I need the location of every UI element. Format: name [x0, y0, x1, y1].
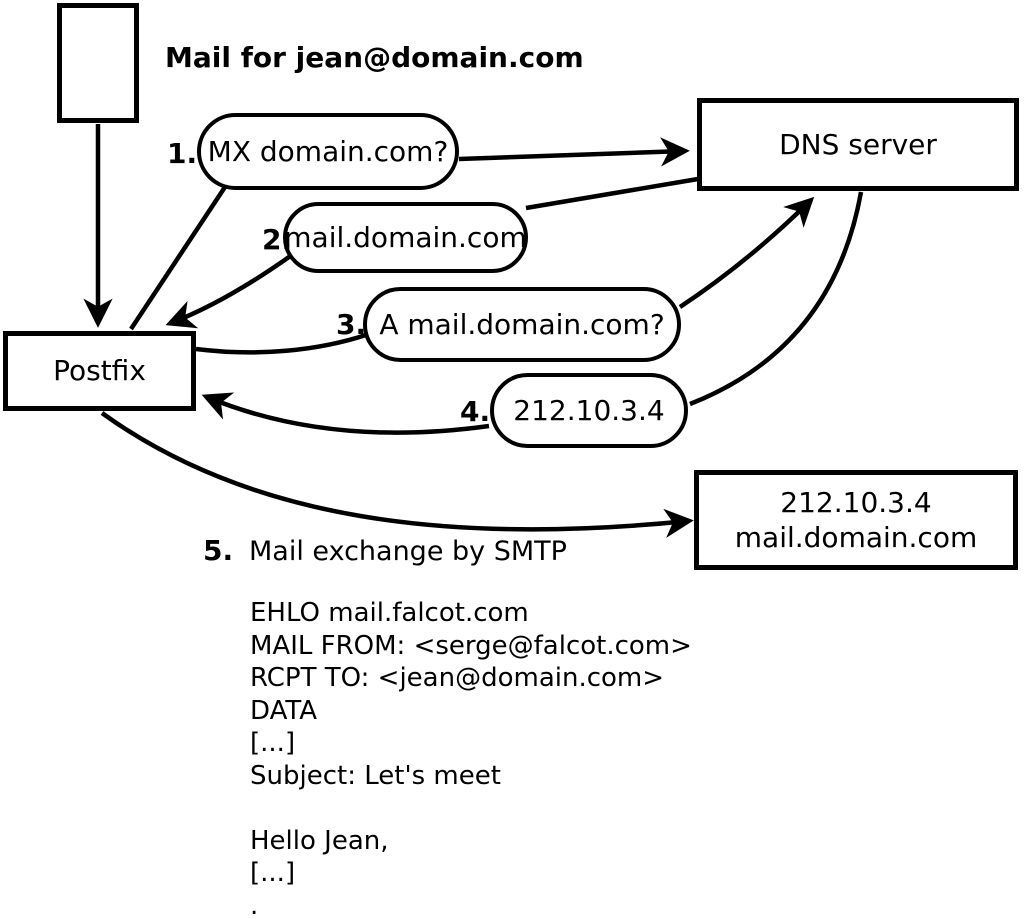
line-postfix-to-mx-query [129, 185, 227, 331]
arrow-a-answer-to-postfix [201, 392, 490, 435]
step3-number: 3. [336, 308, 367, 341]
a-answer-pill: 212.10.3.4 [490, 373, 688, 448]
smtp-session-text: EHLO mail.falcot.com MAIL FROM: <serge@f… [250, 598, 692, 919]
destination-ip-label: 212.10.3.4 [780, 486, 932, 519]
dns-server-node: DNS server [697, 98, 1019, 191]
smtp-exchange-label: Mail exchange by SMTP [249, 536, 567, 567]
mx-query-label: MX domain.com? [207, 135, 449, 168]
step5-number: 5. [203, 534, 234, 567]
step1-number: 1. [167, 137, 198, 170]
line-dns-to-mx-answer [525, 176, 699, 211]
arrow-a-query-to-dns [678, 196, 815, 309]
mx-query-pill: MX domain.com? [197, 113, 459, 190]
arrow-mx-query-to-dns [458, 137, 690, 167]
destination-hostname-label: mail.domain.com [734, 521, 978, 554]
a-answer-label: 212.10.3.4 [513, 394, 665, 427]
step2-number: 2. [262, 223, 293, 256]
destination-server-node: 212.10.3.4 mail.domain.com [694, 470, 1018, 570]
mail-envelope-box [57, 3, 139, 123]
mail-for-label: Mail for jean@domain.com [165, 41, 584, 74]
mx-answer-label: mail.domain.com [284, 221, 527, 254]
dns-server-label: DNS server [779, 127, 937, 161]
postfix-label: Postfix [53, 354, 146, 388]
postfix-node: Postfix [3, 331, 196, 411]
a-query-label: A mail.domain.com? [379, 308, 665, 341]
destination-labels: 212.10.3.4 mail.domain.com [735, 485, 977, 555]
step4-number: 4. [460, 395, 491, 428]
mx-answer-pill: mail.domain.com [283, 202, 528, 273]
a-query-pill: A mail.domain.com? [363, 287, 681, 362]
arrow-mx-answer-to-postfix [165, 250, 298, 329]
line-dns-to-a-answer [689, 191, 864, 407]
